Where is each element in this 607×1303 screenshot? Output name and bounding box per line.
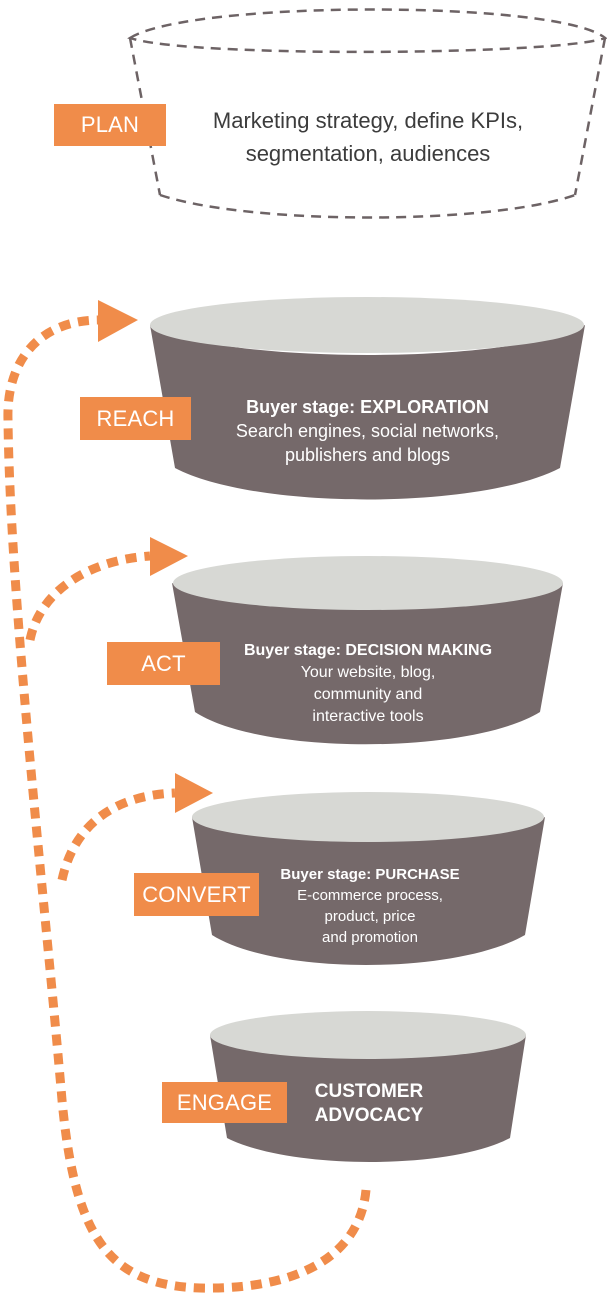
engage-line-1: CUSTOMER xyxy=(314,1081,424,1102)
act-text: Buyer stage: DECISION MAKING Your websit… xyxy=(222,640,514,728)
convert-label: CONVERT xyxy=(134,873,259,916)
plan-bucket xyxy=(127,8,607,219)
convert-line-2: product, price xyxy=(324,908,416,925)
act-heading: Buyer stage: DECISION MAKING xyxy=(243,642,493,659)
engage-bucket-body xyxy=(210,1035,526,1162)
reach-heading: Buyer stage: EXPLORATION xyxy=(246,397,489,417)
act-branch-path xyxy=(57,788,176,881)
plan-description-line-2: segmentation, audiences xyxy=(245,141,491,166)
convert-bucket-top xyxy=(192,792,544,842)
engage-line-2: ADVOCACY xyxy=(314,1105,424,1126)
reach-bucket-body xyxy=(150,325,585,500)
reach-bucket xyxy=(150,297,585,500)
convert-heading: Buyer stage: PURCHASE xyxy=(280,866,460,883)
act-bucket xyxy=(172,556,563,745)
plan-bucket-right-wall xyxy=(573,37,607,196)
convert-arrowhead xyxy=(175,773,213,813)
plan-description-line-1: Marketing strategy, define KPIs, xyxy=(212,108,524,133)
reach-line-2: publishers and blogs xyxy=(284,445,451,465)
reach-arrowhead xyxy=(98,300,138,342)
act-bucket-top xyxy=(173,556,563,610)
engage-bucket xyxy=(210,1011,526,1162)
plan-bucket-left-wall xyxy=(128,37,162,196)
engage-label: ENGAGE xyxy=(162,1082,287,1123)
act-label: ACT xyxy=(107,642,220,685)
act-line-1: Your website, blog, xyxy=(300,664,436,681)
outer-loop-path xyxy=(3,315,371,1293)
convert-bucket-body xyxy=(192,817,545,965)
reach-line-1: Search engines, social networks, xyxy=(235,421,500,441)
act-line-2: community and xyxy=(313,686,423,703)
engage-bucket-top xyxy=(210,1011,526,1059)
act-line-3: interactive tools xyxy=(312,708,424,725)
plan-label: PLAN xyxy=(54,104,166,146)
convert-text: Buyer stage: PURCHASE E-commerce process… xyxy=(258,864,482,948)
engage-text: CUSTOMER ADVOCACY xyxy=(300,1080,438,1128)
convert-line-1: E-commerce process, xyxy=(297,887,443,904)
loop-arrows xyxy=(3,315,371,1293)
act-arrowhead xyxy=(150,537,188,576)
reach-label: REACH xyxy=(80,397,191,440)
convert-bucket xyxy=(192,792,545,965)
plan-bucket-bottom xyxy=(159,193,576,219)
act-bucket-body xyxy=(172,583,563,745)
reach-bucket-top xyxy=(150,297,584,353)
reach-text: Buyer stage: EXPLORATION Search engines,… xyxy=(200,395,535,467)
convert-line-3: and promotion xyxy=(322,929,418,946)
plan-description: Marketing strategy, define KPIs, segment… xyxy=(178,104,558,170)
reach-branch-path xyxy=(25,551,151,642)
plan-bucket-rim xyxy=(127,8,607,54)
